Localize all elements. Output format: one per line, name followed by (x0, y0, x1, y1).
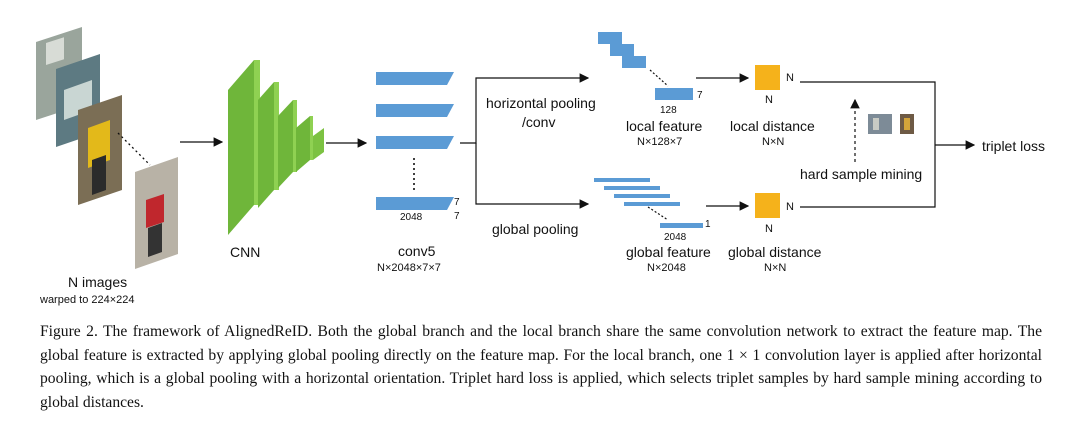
conv5-label: conv5 (398, 243, 436, 259)
n-images-label: N images (68, 274, 128, 290)
warped-size-label: warped to 224×224 (40, 294, 135, 306)
conv5-feature-stack (376, 72, 454, 210)
conv5-channels-label: 2048 (400, 212, 423, 223)
local-distance-n-bottom: N (765, 94, 773, 106)
conv5-dims-label: N×2048×7×7 (377, 262, 441, 274)
global-distance-n-side: N (786, 201, 794, 213)
arrow-local-branch (460, 73, 590, 144)
cnn-label: CNN (230, 244, 261, 260)
input-image-stack (36, 27, 178, 269)
local-distance-label: local distance (730, 118, 815, 134)
local-merge-line (800, 81, 936, 145)
global-distance-n-bottom: N (765, 223, 773, 235)
global-distance-matrix (755, 193, 780, 218)
figure-caption-text: Figure 2. The framework of AlignedReID. … (40, 323, 1042, 411)
global-feature-label: global feature (626, 244, 711, 260)
local-feature-7-label: 7 (697, 90, 703, 101)
global-feature-1-label: 1 (705, 219, 711, 230)
global-merge-line (800, 145, 936, 208)
global-pooling-label: global pooling (492, 221, 579, 237)
local-feature-dims-label: N×128×7 (637, 136, 683, 148)
hard-sample-mining-label: hard sample mining (800, 166, 923, 182)
local-distance-n-side: N (786, 72, 794, 84)
conv-label: /conv (522, 114, 556, 130)
framework-diagram (36, 27, 976, 269)
global-feature-2048-label: 2048 (664, 232, 687, 243)
local-feature-128-label: 128 (660, 105, 677, 116)
mined-sample-thumbnails (868, 114, 914, 134)
local-feature-label: local feature (626, 118, 703, 134)
arrow-global-branch (475, 143, 590, 209)
input-image-3 (78, 95, 122, 205)
triplet-loss-label: triplet loss (982, 138, 1046, 154)
global-feature-stack (594, 178, 703, 228)
global-distance-dims-label: N×N (764, 262, 787, 274)
figure-caption: Figure 2. The framework of AlignedReID. … (40, 320, 1042, 414)
local-distance-matrix (755, 65, 780, 90)
cnn-block (228, 60, 324, 235)
input-image-4 (135, 157, 178, 269)
conv5-height-label: 7 (454, 197, 460, 208)
global-distance-label: global distance (728, 244, 822, 260)
horizontal-pooling-label: horizontal pooling (486, 95, 596, 111)
local-distance-dims-label: N×N (762, 136, 785, 148)
global-feature-dims-label: N×2048 (647, 262, 686, 274)
local-feature-stack (598, 32, 693, 100)
conv5-width-label: 7 (454, 211, 460, 222)
